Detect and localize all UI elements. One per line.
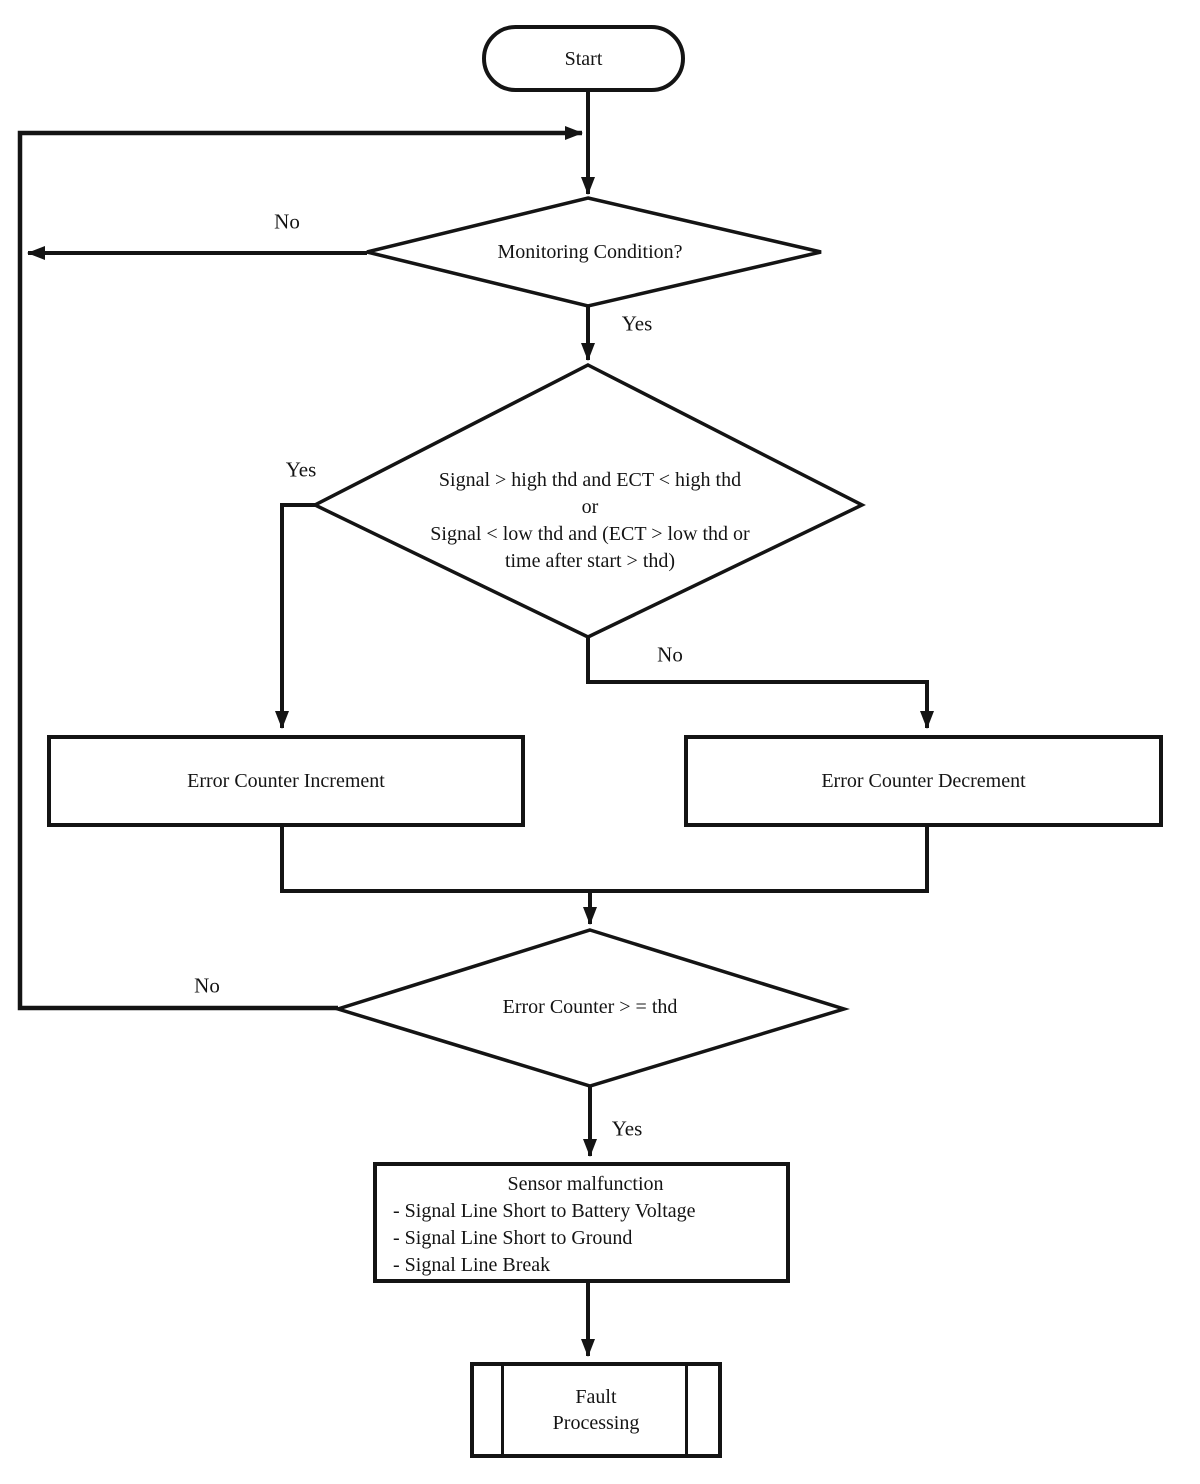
signal-yes-label: Yes	[285, 457, 317, 482]
predefined-process-right-bar	[685, 1366, 688, 1454]
edge-signal-yes	[275, 503, 315, 729]
monitoring-yes-label: Yes	[621, 311, 653, 336]
fault-processing-box: Fault Processing	[470, 1362, 722, 1458]
monitoring-condition-diamond	[366, 196, 822, 308]
predefined-process-left-bar	[501, 1366, 504, 1454]
signal-no-label: No	[657, 642, 683, 667]
increment-label: Error Counter Increment	[187, 770, 385, 792]
malfunction-item-short-ground: - Signal Line Short to Ground	[393, 1227, 633, 1249]
sensor-malfunction-title: Sensor malfunction	[507, 1173, 664, 1195]
edge-loop-return	[17, 126, 583, 1011]
malfunction-item-line-break: - Signal Line Break	[393, 1254, 551, 1276]
malfunction-item-short-battery: - Signal Line Short to Battery Voltage	[393, 1200, 696, 1222]
sensor-malfunction-box: Sensor malfunction - Signal Line Short t…	[373, 1162, 790, 1283]
edge-merge	[280, 827, 929, 893]
counter-no-label: No	[194, 973, 220, 998]
error-counter-decrement-box: Error Counter Decrement	[684, 735, 1163, 827]
monitoring-no-label: No	[274, 209, 300, 234]
counter-yes-label: Yes	[611, 1116, 643, 1141]
error-counter-diamond	[332, 928, 850, 1088]
fault-processing-label: Fault Processing	[552, 1386, 640, 1434]
error-counter-increment-box: Error Counter Increment	[47, 735, 525, 827]
signal-threshold-diamond	[311, 363, 866, 639]
start-label: Start	[564, 47, 603, 70]
start-node: Start	[482, 25, 685, 92]
edge-signal-no	[586, 637, 934, 729]
decrement-label: Error Counter Decrement	[821, 770, 1026, 792]
